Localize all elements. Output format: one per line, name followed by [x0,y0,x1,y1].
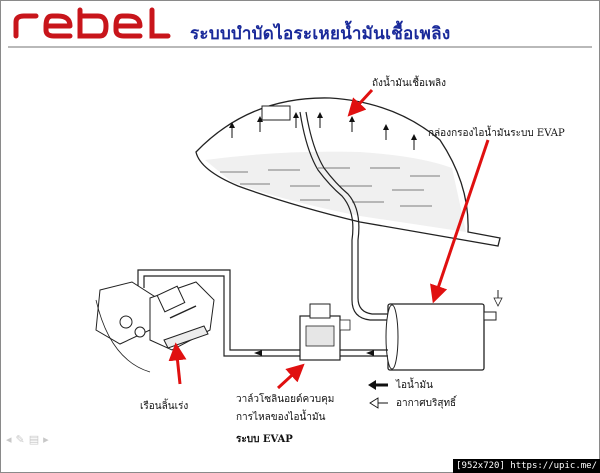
pointer-throttle-body [168,342,187,385]
pointer-fuel-tank [347,88,374,117]
menu-icon[interactable]: ▤ [28,432,40,446]
legend-arrows [368,380,388,409]
throttle-body [95,281,215,373]
label-fuel-tank: ถังน้ำมันเชื้อเพลิง [372,78,447,89]
header-divider [8,46,592,48]
vapor-line [299,111,390,321]
pointer-canister [430,139,490,304]
next-icon[interactable]: ▸ [43,432,49,446]
page-title: ระบบบำบัดไอระเหยน้ำมันเชื้อเพลิง [190,24,451,44]
legend-vapor-label: ไอน้ำมัน [396,380,433,391]
evap-solenoid-valve [299,303,351,361]
slide-toolbar: ◂ ✎ ▤ ▸ [6,432,49,446]
purge-line [340,349,388,357]
pointer-solenoid [276,363,305,390]
legend-fresh-air-label: อากาศบริสุทธิ์ [396,398,457,409]
flow-arrows [254,350,374,356]
label-solenoid-line1: วาล์วโซลินอยด์ควบคุม [236,394,335,405]
label-solenoid-line2: การไหลของไอน้ำมัน [236,412,326,423]
rebel-logo: rebel [13,7,171,39]
slide-header: rebel ระบบบำบัดไอระเหยน้ำมันเชื้อเพลิง [2,2,598,46]
fuel-tank [195,97,501,247]
intake-line [137,269,300,357]
watermark-footer: [952x720] https://upic.me/ [453,459,600,473]
label-throttle-body: เรือนลิ้นเร่ง [140,401,189,412]
label-evap-canister: กล่องกรองไอน้ำมันระบบ EVAP [428,128,565,139]
prev-icon[interactable]: ◂ [6,432,12,446]
evap-canister [385,290,503,371]
pen-icon[interactable]: ✎ [15,432,25,446]
label-solenoid-line3: ระบบ EVAP [236,434,293,445]
